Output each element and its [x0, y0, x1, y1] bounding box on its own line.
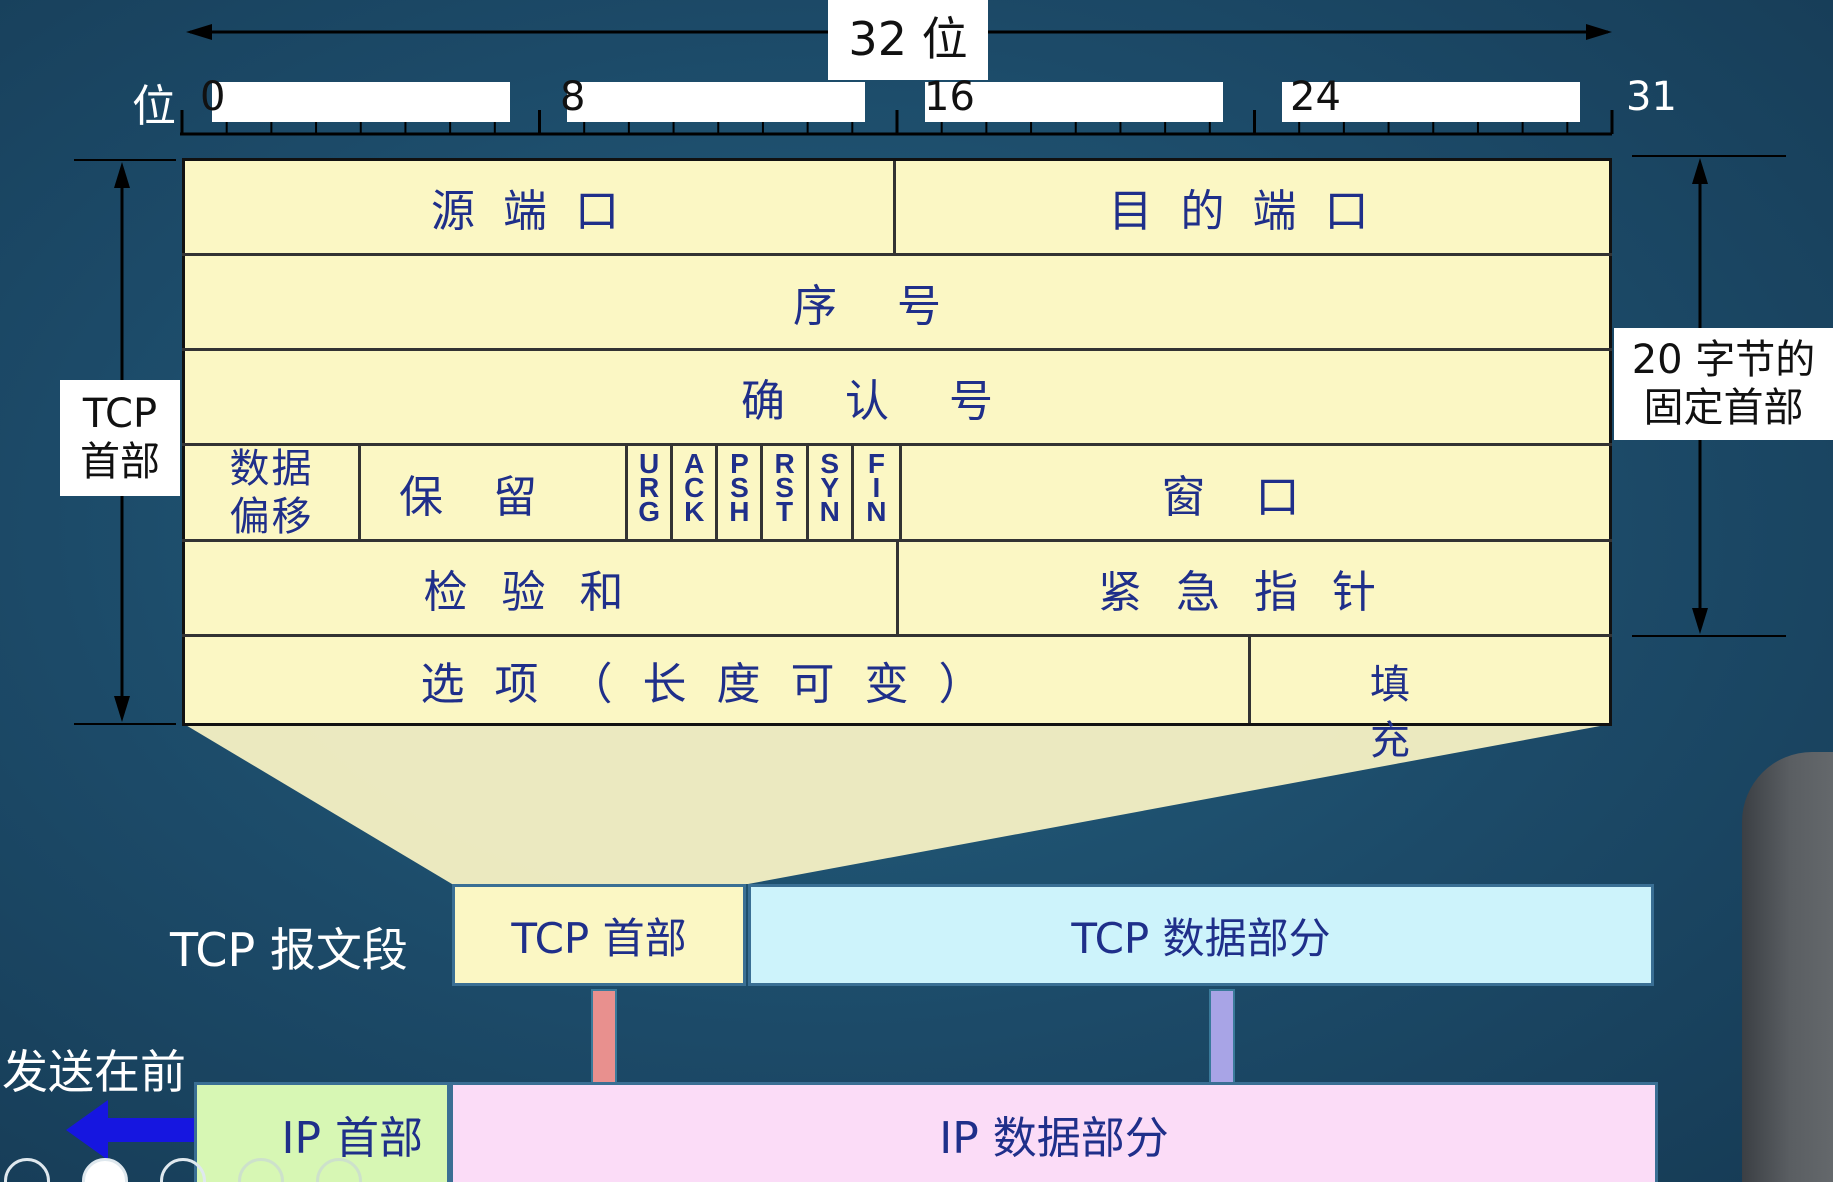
field-sequence-number: 序号 — [793, 281, 1001, 332]
ruler-mask — [1282, 82, 1580, 122]
field-destination-port: 目的端口 — [1108, 186, 1397, 237]
bit-width-title: 32 位 — [828, 0, 988, 80]
row-divider — [182, 253, 1612, 256]
tcp-data-block: TCP 数据部分 — [748, 884, 1654, 986]
field-window: 窗口 — [899, 446, 1609, 539]
tcp-header-block: TCP 首部 — [452, 884, 746, 986]
bit-ruler — [180, 110, 1614, 136]
ip-data-block: IP 数据部分 — [450, 1082, 1658, 1182]
field-ack-number: 确认号 — [741, 376, 1053, 427]
fixed-header-label: 20 字节的 固定首部 — [1614, 328, 1833, 440]
header-funnel — [184, 724, 1611, 884]
field-padding: 填 充 — [1370, 662, 1410, 764]
field-source-port: 源端口 — [185, 161, 896, 253]
send-first-label: 发送在前 — [2, 1045, 186, 1099]
tick-label-8: 8 — [560, 74, 586, 120]
field-data-offset: 数据 偏移 — [185, 446, 361, 540]
tcp-header-label: TCP 首部 — [60, 380, 180, 496]
ruler-mask — [567, 82, 865, 122]
field-urgent-pointer: 紧急指针 — [1098, 567, 1410, 618]
tick-label-31: 31 — [1626, 74, 1677, 120]
field-options: 选项（长度可变） — [185, 637, 1251, 723]
row-divider — [182, 348, 1612, 351]
row-divider — [182, 634, 1612, 637]
row-divider — [182, 443, 1612, 446]
field-reserved: 保留 — [361, 446, 628, 539]
field-checksum: 检验和 — [185, 542, 899, 634]
send-first-arrow — [66, 1100, 194, 1160]
ruler-mask — [212, 82, 510, 122]
ruler-mask — [925, 82, 1223, 122]
presenter-figure — [1742, 752, 1833, 1182]
bit-label: 位 — [132, 81, 176, 132]
tick-label-24: 24 — [1290, 74, 1341, 120]
tcp-segment-label: TCP 报文段 — [170, 923, 408, 977]
tick-label-16: 16 — [924, 74, 975, 120]
tick-label-0: 0 — [200, 74, 226, 120]
row-divider — [182, 539, 1612, 542]
